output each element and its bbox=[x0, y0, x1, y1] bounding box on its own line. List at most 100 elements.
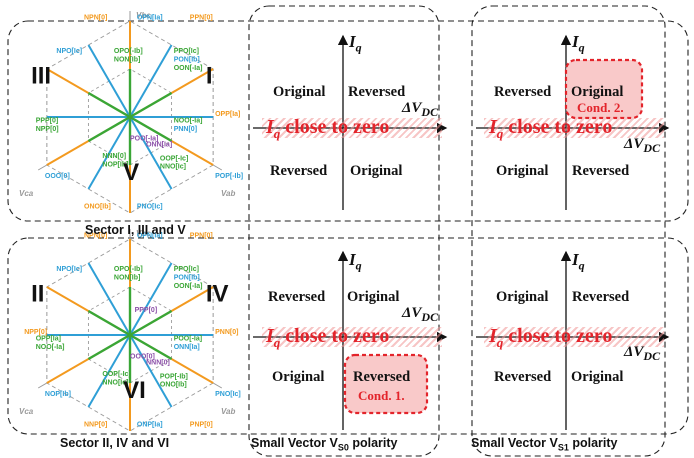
vector-label: OOP[-Ic] bbox=[102, 371, 130, 378]
quadrant-lower-right: Original bbox=[350, 163, 403, 179]
sector-label: II bbox=[31, 281, 44, 308]
vector-label: PNP[0] bbox=[190, 422, 213, 429]
vector-label: NPP[0] bbox=[24, 329, 47, 336]
quadrant-lower-left: Reversed bbox=[494, 369, 552, 385]
sector-label: I bbox=[206, 63, 213, 90]
vector-label: OON[-Ia] bbox=[174, 65, 203, 72]
vector-label: PNN[0] bbox=[215, 329, 238, 336]
vector-label: POO[-Ia] bbox=[130, 135, 158, 142]
medium-vector bbox=[129, 116, 173, 190]
vector-label: NON[Ib] bbox=[114, 57, 140, 64]
vector-label: OOO[0] bbox=[45, 173, 70, 180]
sector-label: IV bbox=[206, 281, 229, 308]
col3-box bbox=[471, 5, 666, 457]
cond1-box bbox=[343, 353, 429, 415]
vector-label: POO[-Ia] bbox=[174, 335, 202, 342]
sector-label: V bbox=[123, 159, 139, 186]
quadrant-upper-right: Reversed bbox=[572, 289, 630, 305]
vector-label: PPN[0] bbox=[190, 233, 213, 240]
cond2-label: Cond. 2. bbox=[577, 100, 624, 115]
vector-label: ONO[Ib] bbox=[160, 382, 187, 389]
medium-vector bbox=[129, 334, 173, 408]
vector-label: OPN[Ia] bbox=[137, 15, 163, 22]
quadrant-lower-left: Original bbox=[272, 369, 325, 385]
vector-label: NPN[0] bbox=[84, 233, 107, 240]
dv-axis-label: ΔVDC bbox=[624, 136, 661, 155]
vector-label: PON[Ib] bbox=[174, 57, 200, 64]
cond2-box bbox=[564, 58, 644, 120]
vca-label: Vca bbox=[19, 189, 34, 198]
zero-band bbox=[262, 118, 442, 138]
vector-label: NOO[-Ia] bbox=[174, 117, 203, 124]
vector-label: NPO[Ic] bbox=[56, 48, 82, 55]
vector-label: PPO[Ic] bbox=[174, 266, 199, 273]
vector-label: NPO[Ic] bbox=[56, 266, 82, 273]
vector-label: PPP[0] bbox=[135, 307, 158, 314]
vca-label: Vca bbox=[19, 407, 34, 416]
quadrant-lower-left: Reversed bbox=[270, 163, 328, 179]
vector-label: ONN[Ia] bbox=[146, 142, 172, 149]
medium-vector bbox=[87, 262, 131, 336]
iq-close-to-zero: Iq close to zero bbox=[489, 325, 613, 350]
medium-vector bbox=[87, 44, 131, 118]
vector-label: OPN[Ia] bbox=[137, 233, 163, 240]
small-vector bbox=[87, 91, 131, 119]
small-vector bbox=[87, 309, 131, 337]
vector-label: OPP[Ia] bbox=[36, 335, 61, 342]
iq-close-to-zero: Iq close to zero bbox=[489, 116, 613, 141]
quadrant-lower-left: Original bbox=[496, 163, 549, 179]
vector-label: PNO[Ic] bbox=[137, 204, 163, 211]
vector-label: PPP[0] bbox=[36, 117, 59, 124]
zero-band bbox=[262, 327, 442, 347]
vab-label: Vab bbox=[221, 189, 235, 198]
vector-label: NNN[0] bbox=[146, 360, 170, 367]
vector-label: PPO[Ic] bbox=[174, 48, 199, 55]
vector-label: NPP[0] bbox=[36, 126, 59, 133]
zero-band bbox=[484, 118, 664, 138]
vector-label: OPP[Ia] bbox=[215, 111, 240, 118]
vector-label: ONP[Ia] bbox=[137, 422, 163, 429]
vector-label: OOP[-Ic] bbox=[160, 155, 188, 162]
medium-vector bbox=[87, 116, 131, 190]
vector-label: OON[-Ia] bbox=[174, 283, 203, 290]
vector-label: NNO[Ic] bbox=[102, 380, 128, 387]
small-vector bbox=[87, 333, 131, 361]
iq-close-to-zero: Iq close to zero bbox=[266, 325, 390, 350]
quadrant-lower-right: Original bbox=[571, 369, 624, 385]
sector-label: III bbox=[31, 63, 51, 90]
small-vector bbox=[129, 309, 173, 337]
iq-axis-label: Iq bbox=[349, 250, 362, 273]
vector-label: POP[-Ib] bbox=[215, 173, 243, 180]
vector-label: NNO[Ic] bbox=[160, 164, 186, 171]
vector-label: OPO[-Ib] bbox=[114, 266, 143, 273]
quadrant-upper-left: Original bbox=[496, 289, 549, 305]
vector-label: PPN[0] bbox=[190, 15, 213, 22]
vbc-label: Vbc bbox=[136, 229, 151, 238]
quadrant-lower-right: Reversed bbox=[353, 369, 411, 385]
vector-label: OOO[0] bbox=[130, 353, 155, 360]
quadrant-upper-right: Original bbox=[571, 84, 624, 100]
row1-box bbox=[7, 20, 689, 222]
vector-label: ONN[Ia] bbox=[174, 344, 200, 351]
vbc-label: Vbc bbox=[136, 11, 151, 20]
small-vector bbox=[87, 115, 131, 143]
dv-axis-label: ΔVDC bbox=[402, 305, 439, 324]
vector-label: NPN[0] bbox=[84, 15, 107, 22]
medium-vector bbox=[87, 334, 131, 408]
vector-label: PON[Ib] bbox=[174, 275, 200, 282]
quadrant-upper-left: Original bbox=[273, 84, 326, 100]
caption-col3: Small Vector VS1 polarity bbox=[471, 436, 618, 453]
quadrant-upper-left: Reversed bbox=[268, 289, 326, 305]
quadrant-lower-right: Reversed bbox=[572, 163, 630, 179]
vector-label: OPO[-Ib] bbox=[114, 48, 143, 55]
iq-axis-label: Iq bbox=[572, 32, 585, 55]
quadrant-upper-right: Original bbox=[347, 289, 400, 305]
dv-axis-label: ΔVDC bbox=[402, 100, 439, 119]
vector-label: POP[-Ib] bbox=[160, 373, 188, 380]
dv-axis-label: ΔVDC bbox=[624, 344, 661, 363]
vector-label: PNO[Ic] bbox=[215, 391, 241, 398]
col2-box bbox=[248, 5, 440, 457]
